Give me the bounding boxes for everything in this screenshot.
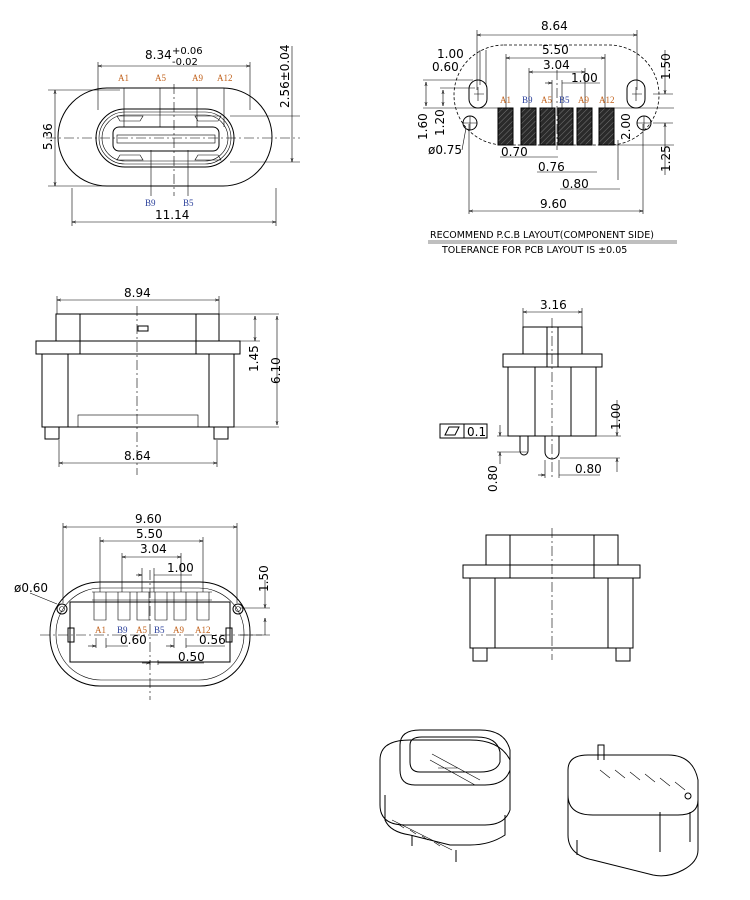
tolerance-plus: +0.06 <box>172 46 203 57</box>
flatness-icon <box>444 426 460 436</box>
side-elevation-view: 3.16 1.00 0.80 0.80 0.1 <box>439 298 623 492</box>
bottom-view: 9.60 5.50 3.04 1.00 ø0.60 1.50 0.60 0.56… <box>14 512 271 700</box>
pcb-dim-1-00-pitch: 1.00 <box>571 71 598 85</box>
pcb-pin-a1: A1 <box>500 95 511 105</box>
rear-elevation-view <box>462 528 641 662</box>
pcb-dim-1-25: 1.25 <box>659 145 673 172</box>
pcb-dim-0-60: 0.60 <box>432 60 459 74</box>
pcb-dim-1-20: 1.20 <box>433 109 447 136</box>
bottom-pin-a12: A12 <box>195 625 211 635</box>
pcb-pads <box>497 107 615 146</box>
pin-label-b5: B5 <box>183 198 194 208</box>
dim-5-36: 5.36 <box>41 123 55 150</box>
pcb-dim-2-00: 2.00 <box>619 113 633 140</box>
dim-8-34: 8.34 <box>145 48 172 62</box>
dim-6-10: 6.10 <box>269 357 283 384</box>
bottom-dim-1-50: 1.50 <box>257 565 271 592</box>
dim-1-45: 1.45 <box>247 345 261 372</box>
pcb-dim-0-70: 0.70 <box>501 145 528 159</box>
bottom-pin-a5: A5 <box>136 625 147 635</box>
bottom-dim-5-50: 5.50 <box>136 527 163 541</box>
pcb-pin-a12: A12 <box>599 95 615 105</box>
front-elevation-view: 8.94 8.64 1.45 6.10 <box>35 286 283 475</box>
isometric-view-rear <box>567 744 699 877</box>
bottom-dim-3-04: 3.04 <box>140 542 167 556</box>
bottom-pin-a1: A1 <box>95 625 106 635</box>
pcb-pin-a5: A5 <box>541 95 552 105</box>
pcb-layout-caption: RECOMMEND P.C.B LAYOUT(COMPONENT SIDE) <box>430 230 654 241</box>
pcb-pin-b5: B5 <box>559 95 570 105</box>
pcb-dim-0-76: 0.76 <box>538 160 565 174</box>
pin-label-b9: B9 <box>145 198 156 208</box>
dim-8-94: 8.94 <box>124 286 151 300</box>
pcb-dim-5-50: 5.50 <box>542 43 569 57</box>
dim-0-80-height: 0.80 <box>486 465 500 492</box>
flatness-tolerance-frame: 0.1 <box>439 423 488 439</box>
bottom-dim-0-60: 0.60 <box>120 633 147 647</box>
pcb-dim-1-00-slot: 1.00 <box>437 47 464 61</box>
dim-1-00: 1.00 <box>609 403 623 430</box>
pcb-tolerance-note: TOLERANCE FOR PCB LAYOUT IS ±0.05 <box>441 245 627 256</box>
dim-8-64: 8.64 <box>124 449 151 463</box>
pcb-dim-3-04: 3.04 <box>543 58 570 72</box>
bottom-dim-hole-0-60: ø0.60 <box>14 581 48 595</box>
dim-11-14: 11.14 <box>155 208 189 222</box>
pcb-layout-view: 8.64 5.50 3.04 1.00 1.00 0.60 1.60 1.20 … <box>416 19 677 256</box>
bottom-dim-9-60: 9.60 <box>135 512 162 526</box>
pcb-dim-hole-0-75: ø0.75 <box>428 143 462 157</box>
dim-0-80-pin: 0.80 <box>575 462 602 476</box>
pin-label-a5: A5 <box>155 73 166 83</box>
pcb-pin-b9: B9 <box>522 95 533 105</box>
dim-3-16: 3.16 <box>540 298 567 312</box>
pin-label-a1: A1 <box>118 73 129 83</box>
bottom-pin-a9: A9 <box>173 625 184 635</box>
bottom-dim-1-00: 1.00 <box>167 561 194 575</box>
pcb-pin-a9: A9 <box>578 95 589 105</box>
pcb-dim-9-60: 9.60 <box>540 197 567 211</box>
pcb-dim-0-80: 0.80 <box>562 177 589 191</box>
flatness-value: 0.1 <box>467 425 486 439</box>
bottom-dim-0-50: 0.50 <box>178 650 205 664</box>
isometric-view-front <box>379 729 511 862</box>
pcb-dim-1-50: 1.50 <box>659 53 673 80</box>
pin-label-a12: A12 <box>217 73 233 83</box>
tolerance-minus: -0.02 <box>172 57 198 68</box>
bottom-dim-0-56: 0.56 <box>199 633 226 647</box>
dim-2-56: 2.56±0.04 <box>278 45 292 109</box>
bottom-pin-b9: B9 <box>117 625 128 635</box>
front-view: 8.34 +0.06 -0.02 5.36 11.14 2.56±0.04 A1… <box>41 45 300 226</box>
pcb-dim-1-60: 1.60 <box>416 113 430 140</box>
bottom-pin-b5: B5 <box>154 625 165 635</box>
pcb-dim-8-64: 8.64 <box>541 19 568 33</box>
pin-label-a9: A9 <box>192 73 203 83</box>
